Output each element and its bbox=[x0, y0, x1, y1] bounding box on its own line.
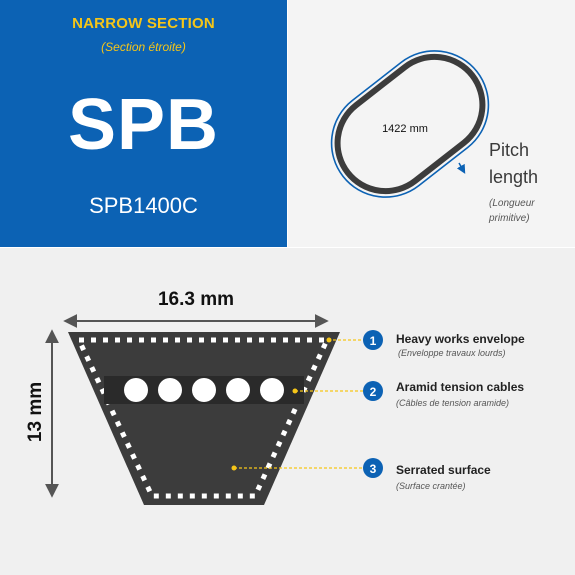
callout-3: 3 Serrated surface (Surface crantée) bbox=[363, 458, 491, 491]
callout-title-2: Aramid tension cables bbox=[396, 380, 524, 394]
belt-cross-section bbox=[68, 332, 340, 505]
aramid-cable bbox=[260, 378, 284, 402]
pitch-sub-line1: (Longueur bbox=[489, 198, 535, 209]
width-label: 16.3 mm bbox=[158, 289, 234, 310]
callout-number-3: 3 bbox=[370, 462, 377, 476]
belt-loop bbox=[330, 50, 490, 198]
loop-length-label: 1422 mm bbox=[382, 123, 428, 135]
callout-1: 1 Heavy works envelope (Enveloppe travau… bbox=[363, 330, 525, 358]
callout-title-3: Serrated surface bbox=[396, 463, 491, 477]
belt-loop-ring bbox=[334, 53, 486, 195]
callout-number-2: 2 bbox=[370, 385, 377, 399]
pitch-direction-arrow bbox=[456, 162, 466, 174]
pitch-label-line1: Pitch bbox=[489, 140, 529, 160]
section-subtitle: (Section étroite) bbox=[101, 40, 186, 54]
callout-badge-2 bbox=[363, 381, 383, 401]
aramid-cable bbox=[124, 378, 148, 402]
section-title: NARROW SECTION bbox=[72, 15, 215, 32]
leader-dot-3 bbox=[231, 465, 237, 471]
callout-title-1: Heavy works envelope bbox=[396, 332, 525, 346]
height-label: 13 mm bbox=[25, 382, 46, 442]
belt-series: SPB bbox=[67, 85, 220, 165]
callout-number-1: 1 bbox=[370, 334, 377, 348]
leader-dot-2 bbox=[292, 388, 298, 394]
aramid-cables bbox=[124, 378, 284, 402]
callout-sub-1: (Enveloppe travaux lourds) bbox=[398, 348, 506, 358]
callout-sub-3: (Surface crantée) bbox=[396, 481, 466, 491]
vertical-divider bbox=[287, 0, 288, 247]
aramid-cable bbox=[192, 378, 216, 402]
pitch-line bbox=[330, 50, 490, 198]
pitch-sub-line2: primitive) bbox=[488, 213, 530, 224]
heavy-works-envelope bbox=[75, 337, 331, 499]
horizontal-divider bbox=[0, 247, 575, 248]
callout-badge-1 bbox=[363, 330, 383, 350]
callout-sub-2: (Câbles de tension aramide) bbox=[396, 398, 509, 408]
pitch-label-line2: length bbox=[489, 167, 538, 187]
aramid-cable bbox=[226, 378, 250, 402]
leader-dot-1 bbox=[326, 337, 332, 343]
callout-badge-3 bbox=[363, 458, 383, 478]
belt-model: SPB1400C bbox=[89, 193, 198, 218]
belt-info-panel bbox=[0, 0, 287, 247]
callout-2: 2 Aramid tension cables (Câbles de tensi… bbox=[363, 380, 524, 408]
aramid-cable bbox=[158, 378, 182, 402]
